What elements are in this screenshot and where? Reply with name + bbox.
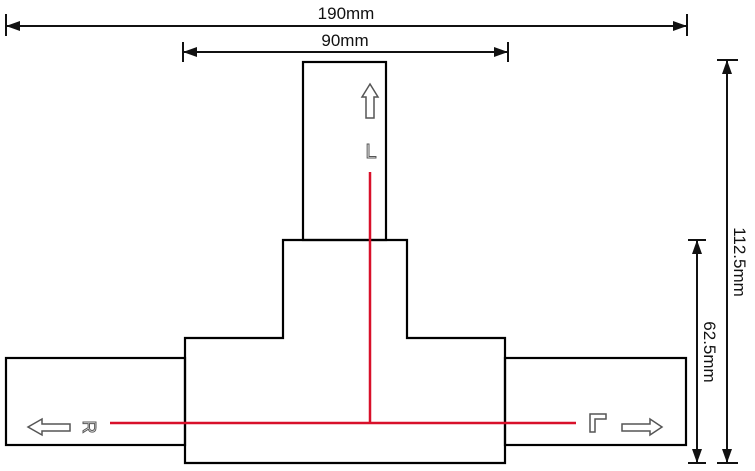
- right-arrow-icon: [621, 417, 664, 437]
- up-arrow-icon: [360, 82, 380, 119]
- dimension-190: 190mm: [5, 4, 688, 36]
- dimension-190-label: 190mm: [318, 4, 375, 23]
- left-arrow-icon: [26, 417, 71, 437]
- right-arm: [503, 356, 688, 447]
- left-arm: [4, 356, 187, 447]
- dimension-112-5-label: 112.5mm: [730, 227, 749, 297]
- top-marking-label: L: [365, 141, 376, 163]
- dimension-90: 90mm: [182, 31, 509, 62]
- center-housing: [183, 238, 507, 465]
- connector-body: [4, 60, 688, 465]
- dimension-90-label: 90mm: [321, 31, 368, 50]
- conductor-lines: [110, 172, 576, 425]
- dimension-62-5: 62.5mm: [688, 239, 719, 464]
- right-corner-marking-icon: [589, 413, 607, 433]
- left-marking-label: R: [79, 421, 99, 434]
- dimension-62-5-label: 62.5mm: [700, 321, 719, 382]
- dimension-112-5: 112.5mm: [717, 59, 749, 464]
